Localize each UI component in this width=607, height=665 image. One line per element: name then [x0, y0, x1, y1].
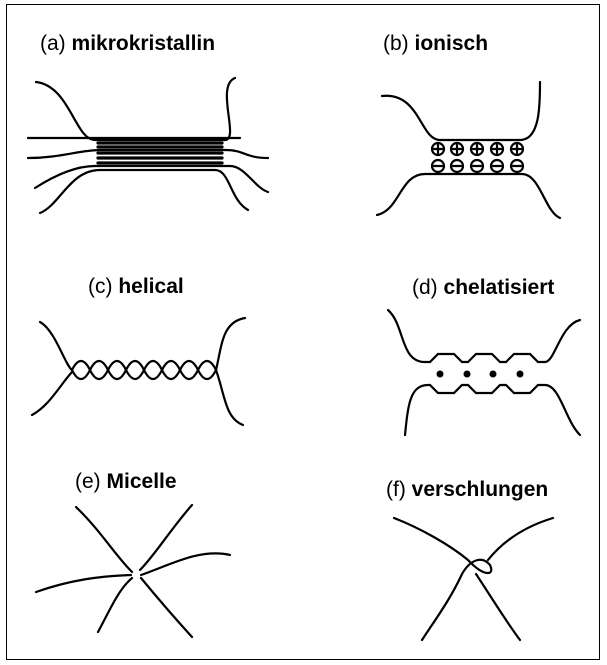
diagram-helical	[32, 318, 245, 425]
diagram-micelle	[36, 505, 230, 637]
positive-charges	[432, 143, 523, 155]
crystalline-bundle	[98, 143, 222, 163]
negative-charges	[432, 160, 523, 172]
diagram-ionic	[377, 82, 560, 218]
metal-ions	[437, 371, 524, 378]
diagram-microcrystalline	[28, 78, 268, 213]
diagram-entangled	[394, 518, 553, 640]
diagram-chelated	[388, 310, 580, 435]
